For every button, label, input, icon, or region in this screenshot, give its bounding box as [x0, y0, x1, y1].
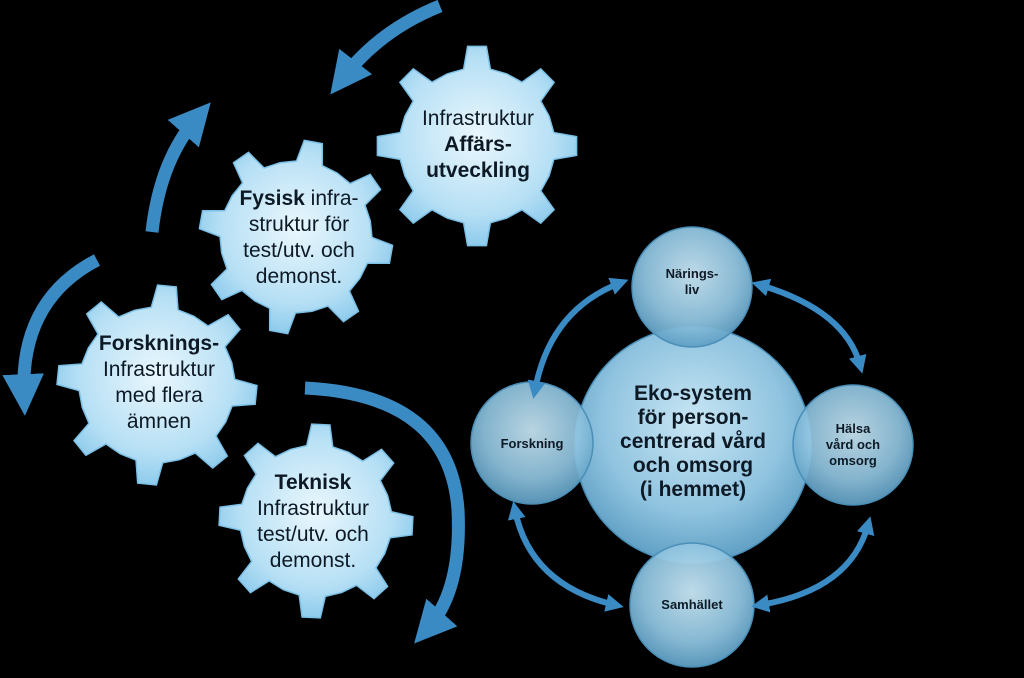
naringsliv-line2: liv: [684, 282, 700, 297]
center-line3: centrerad vård: [620, 430, 766, 453]
arrow-left: [2, 254, 101, 416]
halsa-line2: vård och: [825, 437, 881, 452]
gear-fysisk-line1: Fysisk infra-: [216, 186, 382, 212]
arrow-right-large: [304, 381, 465, 644]
arrow-top-right: [751, 278, 867, 374]
gear-teknisk-line2: Infrastruktur: [256, 497, 370, 520]
gear-affars-shape: [376, 45, 578, 247]
gear-teknisk-shape: [218, 423, 414, 619]
samhallet-text: Samhället: [642, 597, 742, 613]
gear-affars-line3: utveckling: [426, 159, 530, 182]
naringsliv-line1: Närings-: [665, 266, 719, 281]
gear-forsknings-line2: Infrastruktur: [102, 358, 216, 381]
gear-fysisk-text: Fysisk infra- struktur för test/utv. och…: [216, 186, 382, 290]
gear-teknisk-line1: Teknisk: [274, 471, 352, 494]
forskning-label: Forskning: [500, 436, 564, 451]
gear-forsknings-line1: Forsknings-: [98, 332, 220, 355]
gear-affars-line2: Affärs-: [444, 133, 512, 156]
halsa-line3: omsorg: [829, 453, 877, 468]
gear-affars-line1: Infrastruktur: [421, 107, 535, 130]
gear-teknisk-line3: test/utv. och: [257, 523, 369, 546]
gear-fysisk-line3: test/utv. och: [243, 239, 355, 262]
halsa-text: Hälsa vård och omsorg: [803, 421, 903, 469]
center-line1: Eko-system: [634, 382, 752, 405]
halsa-line1: Hälsa: [835, 421, 871, 436]
forskning-text: Forskning: [482, 436, 582, 452]
gear-fysisk-line4: demonst.: [255, 265, 343, 288]
center-line4: och omsorg: [632, 454, 754, 477]
center-text: Eko-system för person- centrerad vård oc…: [603, 382, 783, 502]
arrow-bottom-left: [507, 501, 624, 612]
samhallet-label: Samhället: [661, 597, 723, 612]
arrow-upper-left: [145, 102, 211, 233]
gear-fysisk-shape: [198, 139, 394, 335]
gear-fysisk-bold: Fysisk: [239, 187, 305, 210]
gear-forsknings-text: Forsknings- Infrastruktur med flera ämne…: [78, 331, 240, 435]
arrow-top-left: [527, 277, 629, 399]
center-line5: (i hemmet): [639, 478, 747, 501]
gear-forsknings-line3: med flera: [115, 384, 203, 407]
naringsliv-text: Närings- liv: [642, 266, 742, 298]
gear-fysisk-line2: struktur för: [248, 213, 350, 236]
gear-teknisk-text: Teknisk Infrastruktur test/utv. och demo…: [232, 470, 394, 574]
gear-teknisk-line4: demonst.: [269, 549, 357, 572]
gear-forsknings-line4: ämnen: [126, 410, 192, 433]
gear-affars-text: Infrastruktur Affärs- utveckling: [392, 106, 564, 184]
center-line2: för person-: [637, 406, 749, 429]
gear-fysisk-rest1: infra-: [304, 187, 359, 210]
gear-forsknings-shape: [56, 284, 258, 486]
circle-halsa: [792, 384, 914, 506]
arrow-top: [330, 0, 443, 95]
arrow-bottom-right: [751, 516, 875, 613]
